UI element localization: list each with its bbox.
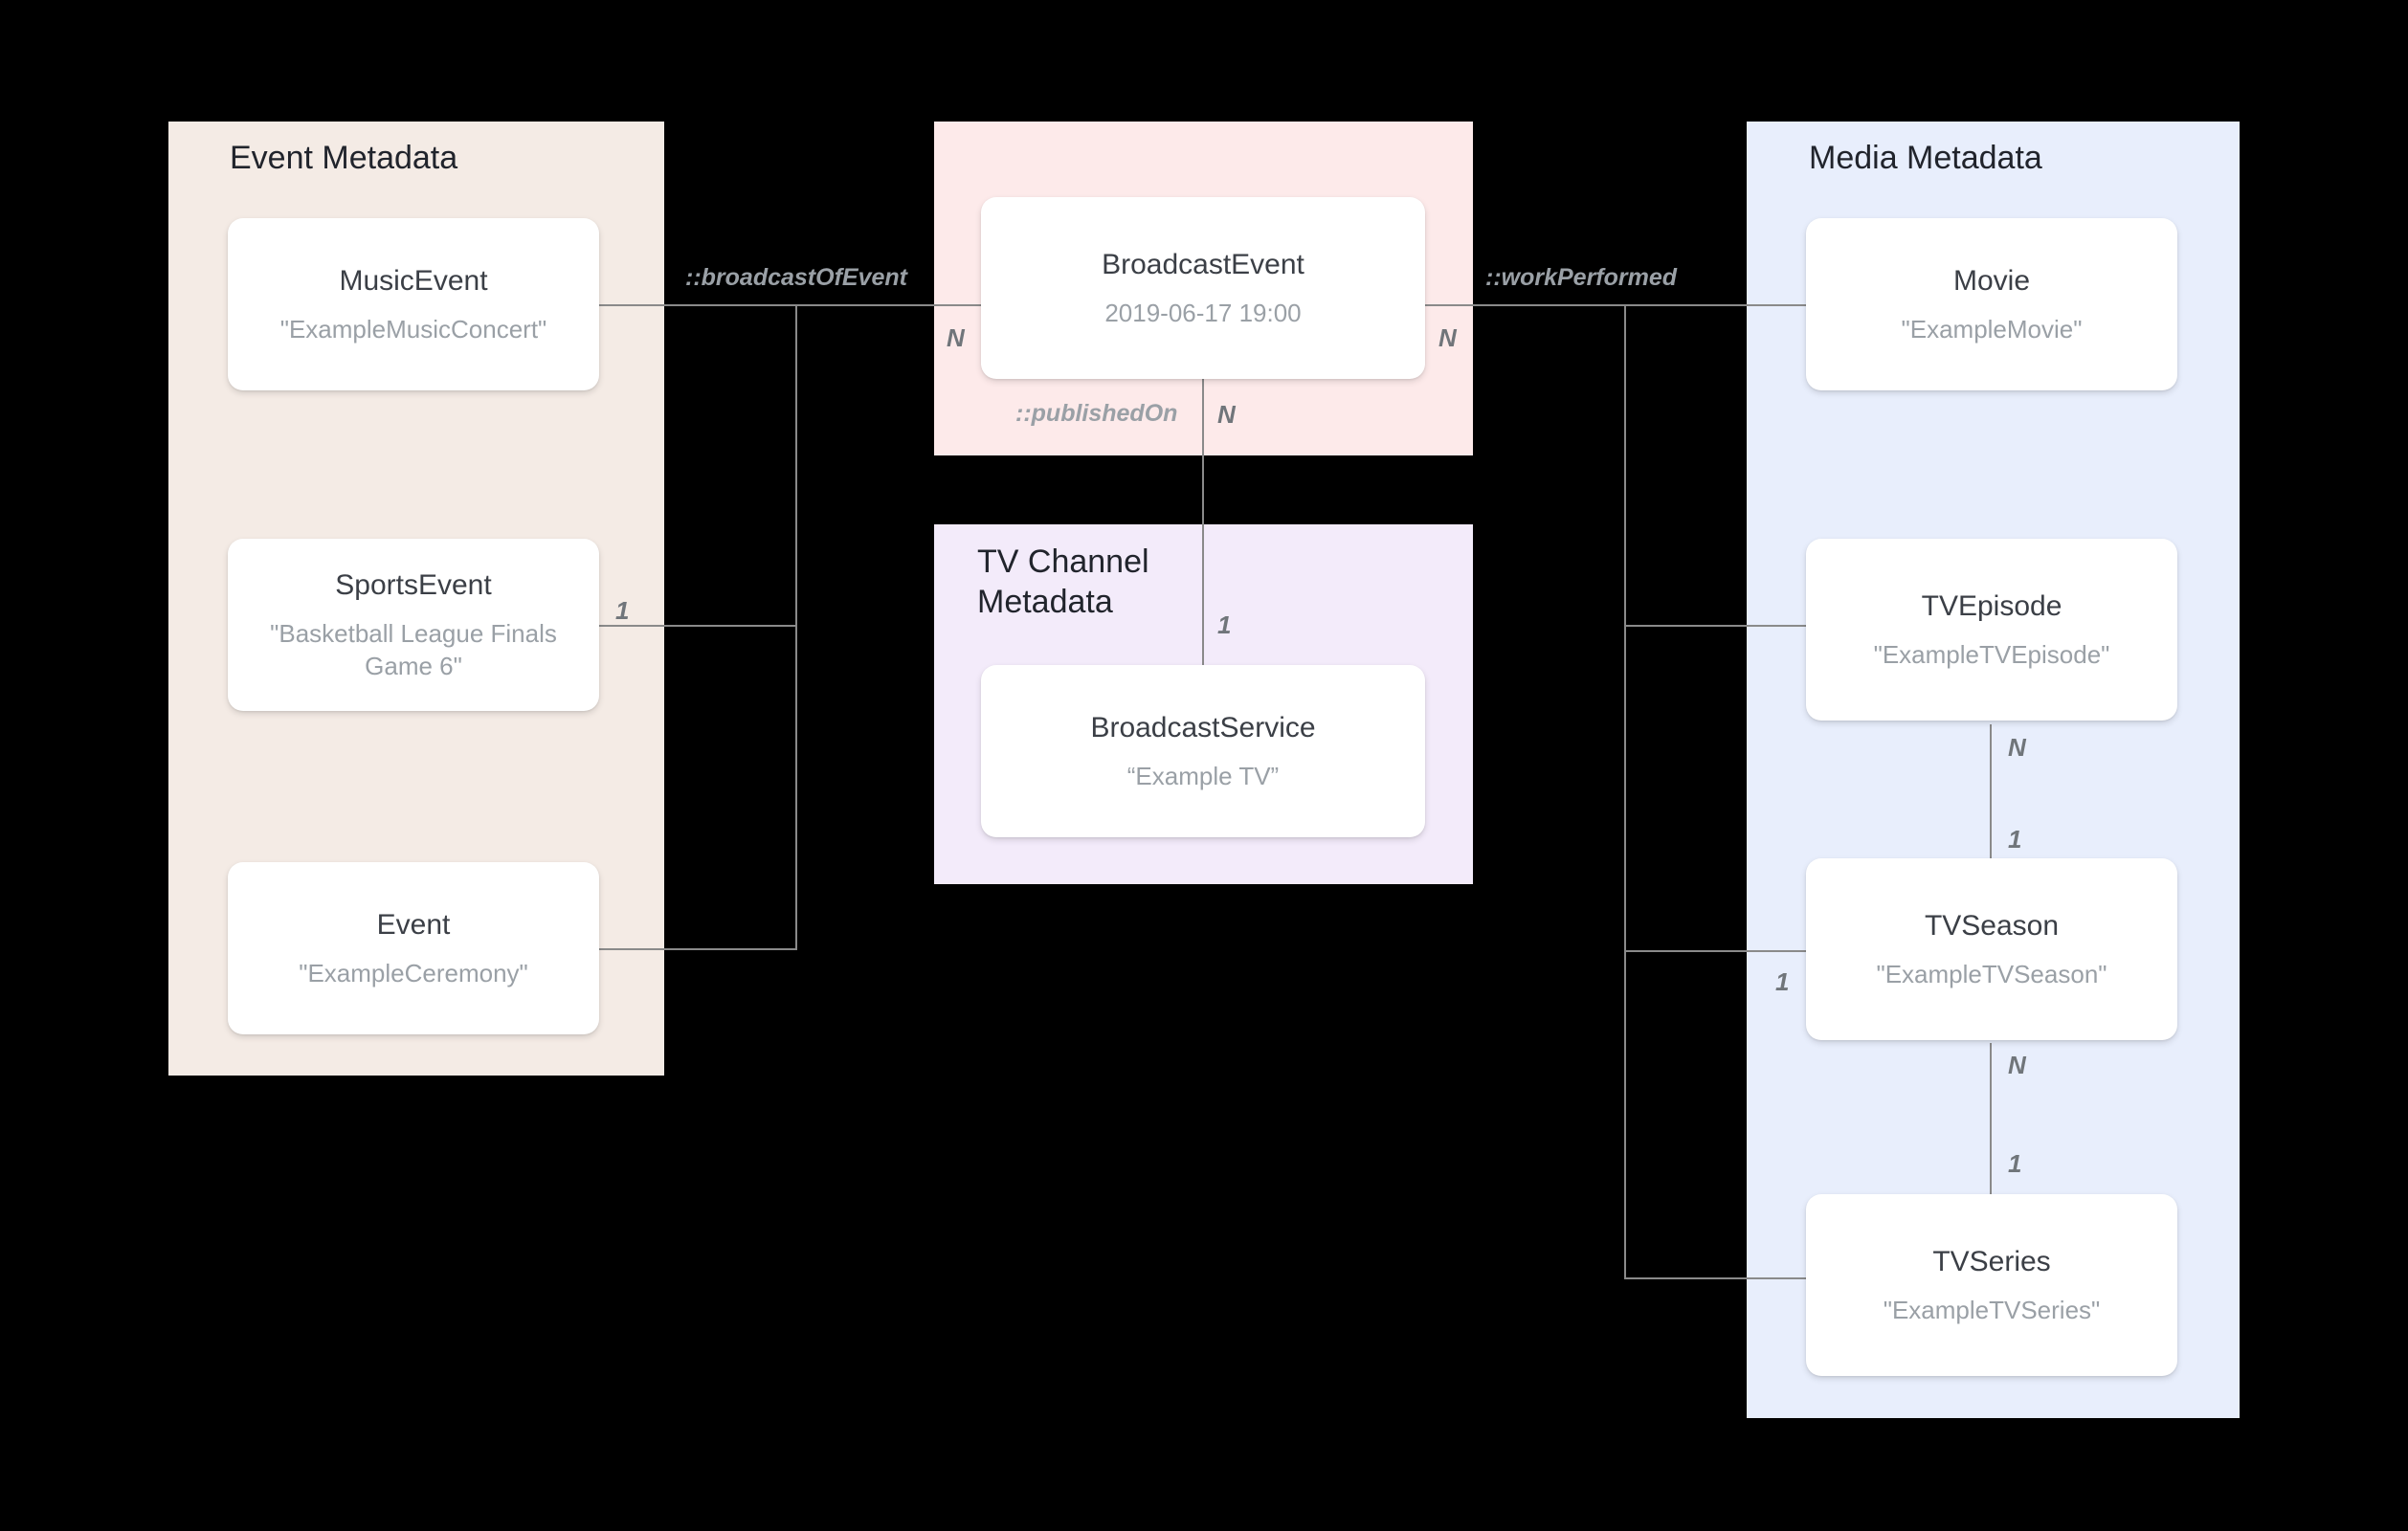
entity-card-tv-season[interactable]: TVSeason "ExampleTVSeason" [1806,858,2177,1040]
entity-value-broadcast-event: 2019-06-17 19:00 [1104,299,1302,327]
entity-value-tv-episode: "ExampleTVEpisode" [1873,640,2110,669]
group-title-tv-channel-metadata: TV Channel Metadata [977,544,1149,620]
connector-episode-season-v [1990,724,1992,906]
group-title-event-metadata: Event Metadata [230,140,458,176]
relation-label-work-performed: ::workPerformed [1485,264,1678,291]
connector-tv-series-h [1624,1277,1806,1279]
entity-type-music-event: MusicEvent [339,265,488,297]
cardinality-tv-season-one-top: 1 [2008,825,2022,854]
entity-type-sports-event: SportsEvent [335,569,492,601]
cardinality-broadcast-service-one: 1 [1217,610,1232,639]
cardinality-tv-season-n: N [2008,1051,2026,1079]
cardinality-tv-series-one: 1 [2008,1149,2022,1178]
entity-value-event: "ExampleCeremony" [299,959,528,987]
cardinality-tv-season-one-left: 1 [1775,967,1790,996]
connector-season-series-v [1990,1043,1992,1225]
entity-card-tv-series[interactable]: TVSeries "ExampleTVSeries" [1806,1194,2177,1376]
entity-type-broadcast-service: BroadcastService [1090,712,1316,743]
entity-card-tv-episode[interactable]: TVEpisode "ExampleTVEpisode" [1806,539,2177,721]
relation-label-broadcast-of-event: ::broadcastOfEvent [685,264,907,291]
entity-type-movie: Movie [1952,265,2031,297]
entity-value-tv-series: "ExampleTVSeries" [1883,1296,2101,1324]
entity-value-music-event: "ExampleMusicConcert" [279,315,547,344]
connector-tv-season-h [1624,950,1806,952]
connector-broadcast-of-event-h [795,304,981,306]
entity-type-tv-episode: TVEpisode [1921,590,2062,622]
relation-label-published-on: ::publishedOn [1015,400,1178,427]
entity-card-broadcast-service[interactable]: BroadcastService “Example TV” [981,665,1425,837]
entity-type-tv-season: TVSeason [1924,910,2060,942]
entity-type-event: Event [376,909,451,941]
entity-value-movie: "ExampleMovie" [1901,315,2083,344]
connector-sports-event-h [599,625,797,627]
entity-value-tv-season: "ExampleTVSeason" [1876,960,2107,988]
cardinality-broadcast-event-right-n: N [1438,323,1457,352]
cardinality-tv-episode-n: N [2008,733,2026,762]
entity-card-sports-event[interactable]: SportsEvent "Basketball League Finals Ga… [228,539,599,711]
connector-event-h [599,948,797,950]
entity-card-broadcast-event[interactable]: BroadcastEvent 2019-06-17 19:00 [981,197,1425,379]
entity-card-music-event[interactable]: MusicEvent "ExampleMusicConcert" [228,218,599,390]
entity-card-event[interactable]: Event "ExampleCeremony" [228,862,599,1034]
cardinality-sports-event-one: 1 [615,596,630,625]
group-title-media-metadata: Media Metadata [1809,140,2042,176]
connector-media-bus-v [1624,304,1626,1279]
entity-type-tv-series: TVSeries [1932,1246,2051,1277]
cardinality-broadcast-event-left-n: N [947,323,965,352]
entity-value-sports-event: "Basketball League Finals Game 6" [270,619,557,680]
entity-value-broadcast-service: “Example TV” [1126,762,1280,790]
connector-tv-episode-h [1624,625,1806,627]
connector-event-bus-v [795,304,797,950]
connector-music-event-h [599,304,797,306]
connector-work-performed-h [1425,304,1626,306]
cardinality-published-on-n: N [1217,400,1236,429]
connector-published-on-v [1202,378,1204,665]
entity-type-broadcast-event: BroadcastEvent [1102,249,1304,280]
connector-movie-h [1624,304,1806,306]
entity-card-movie[interactable]: Movie "ExampleMovie" [1806,218,2177,390]
